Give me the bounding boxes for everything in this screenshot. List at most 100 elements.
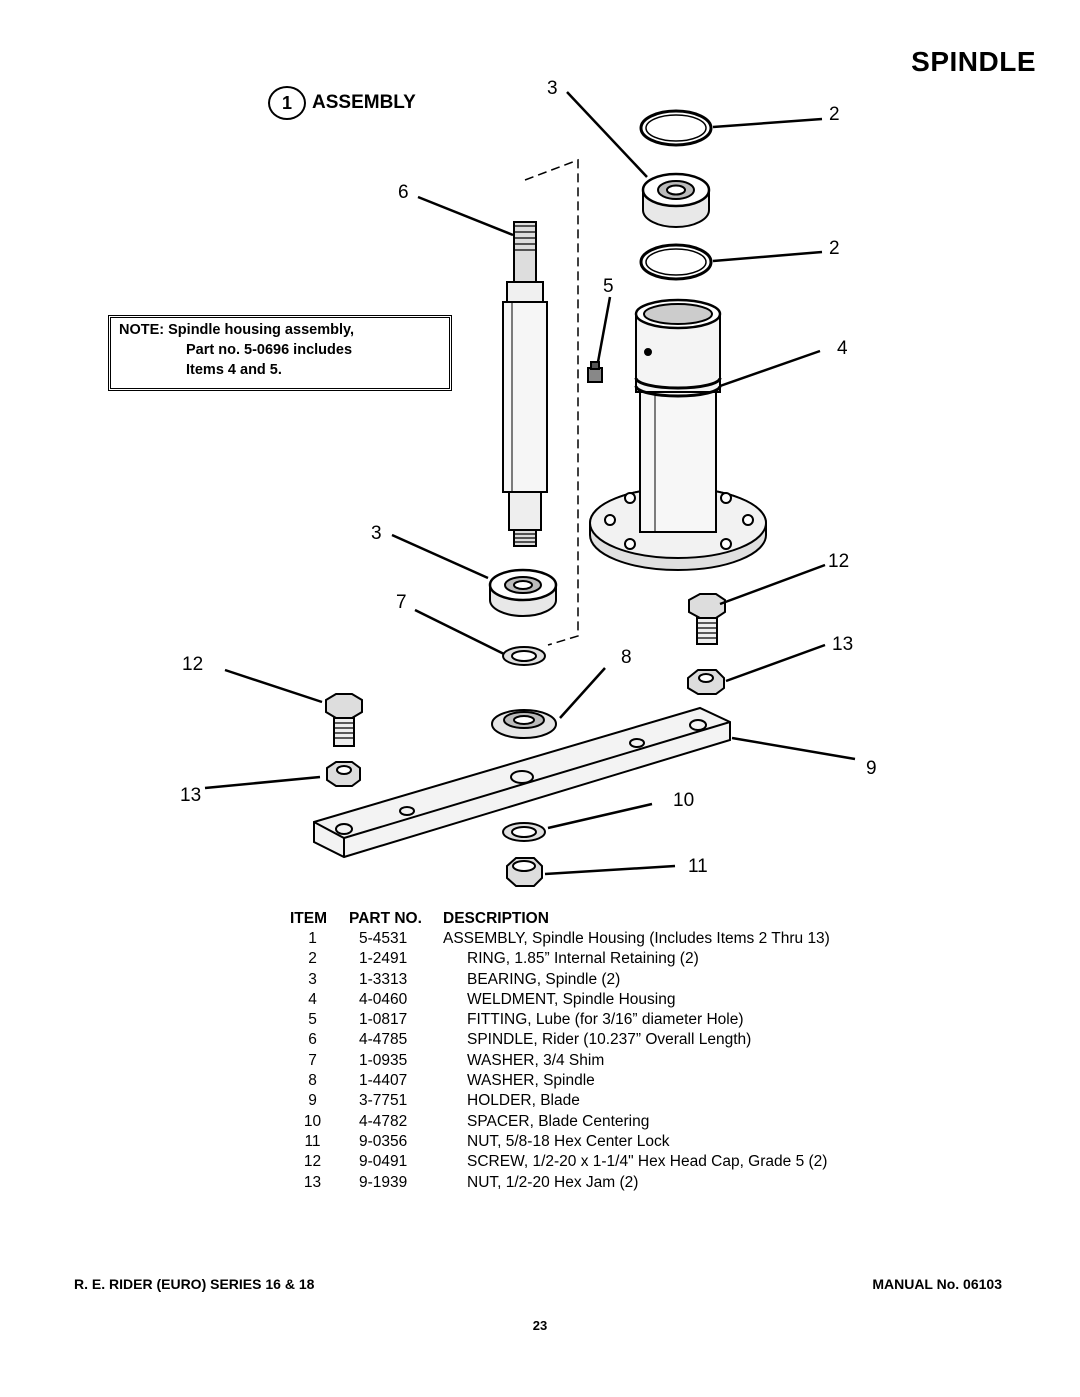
table-row: 8 1-4407 WASHER, Spindle (290, 1071, 830, 1091)
header-description: DESCRIPTION (443, 909, 549, 927)
callout-5: 5 (603, 276, 614, 297)
header-item: ITEM (290, 909, 328, 927)
callout-11: 11 (688, 856, 708, 877)
item-cell: 4 (308, 990, 317, 1008)
part-number-cell: 4-4785 (359, 1031, 408, 1049)
retaining-ring-top (639, 109, 713, 147)
lube-fitting (587, 361, 603, 383)
assembly-label: ASSEMBLY (312, 92, 416, 113)
parts-list: ITEM PART NO. DESCRIPTION 1 5-4531 ASSEMBL… (290, 908, 830, 1193)
table-row: 5 1-0817 FITTING, Lube (for 3/16” diameter… (290, 1010, 830, 1030)
part-number-cell: 1-3313 (359, 970, 408, 988)
item-cell: 3 (308, 970, 317, 988)
callout-6: 6 (398, 182, 409, 203)
retaining-ring-middle (639, 243, 713, 281)
description-cell: WASHER, Spindle (467, 1072, 595, 1090)
hex-nut-left (326, 761, 361, 787)
part-number-cell: 1-2491 (359, 950, 408, 968)
table-row: 6 4-4785 SPINDLE, Rider (10.237” Overall L… (290, 1030, 830, 1050)
callout-2-top: 2 (829, 104, 840, 125)
parts-table: ITEM PART NO. DESCRIPTION 1 5-4531 ASSEMBL… (290, 908, 830, 1193)
hex-screw-right (688, 593, 726, 645)
description-cell: SCREW, 1/2-20 x 1-1/4" Hex Head Cap, Gra… (467, 1153, 828, 1171)
callout-13-right: 13 (832, 634, 854, 655)
item-cell: 2 (308, 950, 317, 968)
parts-table-header: ITEM PART NO. DESCRIPTION (290, 908, 830, 929)
center-lock-nut (506, 857, 543, 887)
callout-8: 8 (621, 647, 632, 668)
callout-3-middle: 3 (371, 523, 382, 544)
note-line-2: Part no. 5-0696 includes (186, 342, 353, 358)
description-cell: WELDMENT, Spindle Housing (467, 990, 676, 1008)
note-line-1: NOTE: Spindle housing assembly, (119, 322, 354, 338)
item-cell: 10 (303, 1112, 322, 1130)
description-cell: ASSEMBLY, Spindle Housing (Includes Item… (443, 930, 830, 947)
callout-9: 9 (866, 758, 877, 779)
page-number: 23 (532, 1318, 548, 1333)
header-part-no: PART NO. (349, 909, 422, 927)
table-row: 1 5-4531 ASSEMBLY, Spindle Housing (Includ… (290, 929, 830, 949)
description-cell: NUT, 5/8-18 Hex Center Lock (467, 1132, 670, 1150)
table-row: 13 9-1939 NUT, 1/2-20 Hex Jam (2) (290, 1173, 830, 1193)
bearing-bottom (488, 568, 558, 617)
callout-13-left: 13 (180, 785, 202, 806)
part-number-cell: 5-4531 (359, 930, 408, 947)
callout-3-top: 3 (547, 78, 558, 99)
part-number-cell: 3-7751 (359, 1092, 408, 1110)
spindle-shaft (502, 221, 548, 547)
note-box: NOTE: Spindle housing assembly, Part no.… (108, 315, 452, 391)
blade-spacer (502, 822, 546, 842)
shim-washer (502, 646, 546, 666)
page-title: SPINDLE (911, 46, 1036, 77)
description-cell: SPACER, Blade Centering (467, 1112, 650, 1130)
footer-manual-number: MANUAL No. 06103 (872, 1276, 1002, 1292)
callout-10: 10 (673, 790, 695, 811)
bearing-top (641, 172, 711, 228)
item-cell: 7 (308, 1051, 317, 1069)
table-row: 4 4-0460 WELDMENT, Spindle Housing (290, 990, 830, 1010)
spindle-housing-weldment (589, 298, 767, 571)
callout-2-middle: 2 (829, 238, 840, 259)
table-row: 7 1-0935 WASHER, 3/4 Shim (290, 1051, 830, 1071)
hex-nut-right (687, 669, 725, 695)
part-number-cell: 1-0935 (359, 1051, 408, 1069)
callout-7: 7 (396, 592, 407, 613)
item-cell: 1 (308, 930, 317, 947)
description-cell: NUT, 1/2-20 Hex Jam (2) (467, 1173, 639, 1191)
spindle-washer (491, 709, 557, 739)
note-line-3: Items 4 and 5. (186, 362, 282, 378)
callout-12-right: 12 (828, 551, 850, 572)
description-cell: SPINDLE, Rider (10.237” Overall Length) (467, 1031, 752, 1049)
item-cell: 5 (308, 1011, 317, 1029)
callout-12-left: 12 (182, 654, 204, 675)
assembly-number: 1 (268, 86, 306, 120)
part-number-cell: 9-0356 (359, 1132, 408, 1150)
item-cell: 11 (304, 1132, 321, 1150)
part-number-cell: 9-1939 (359, 1173, 408, 1191)
item-cell: 6 (308, 1031, 317, 1049)
item-cell: 13 (303, 1173, 322, 1191)
part-number-cell: 1-4407 (359, 1072, 408, 1090)
description-cell: WASHER, 3/4 Shim (467, 1051, 605, 1069)
description-cell: FITTING, Lube (for 3/16” diameter Hole) (467, 1011, 744, 1029)
blade-holder (313, 706, 731, 859)
description-cell: HOLDER, Blade (467, 1092, 580, 1110)
description-cell: RING, 1.85” Internal Retaining (2) (467, 950, 699, 968)
part-number-cell: 4-0460 (359, 990, 408, 1008)
table-row: 3 1-3313 BEARING, Spindle (2) (290, 970, 830, 990)
part-number-cell: 9-0491 (359, 1153, 408, 1171)
footer-series: R. E. RIDER (EURO) SERIES 16 & 18 (74, 1276, 315, 1292)
assembly-dashed-outline (524, 158, 579, 646)
leader-lines (204, 91, 856, 876)
table-row: 11 9-0356 NUT, 5/8-18 Hex Center Lock (290, 1132, 830, 1152)
table-row: 2 1-2491 RING, 1.85” Internal Retaining (2… (290, 949, 830, 969)
callout-4: 4 (837, 338, 848, 359)
item-cell: 9 (308, 1092, 317, 1110)
item-cell: 8 (308, 1072, 317, 1090)
parts-table-body: 1 5-4531 ASSEMBLY, Spindle Housing (Includ… (290, 929, 830, 1193)
table-row: 9 3-7751 HOLDER, Blade (290, 1091, 830, 1111)
part-number-cell: 1-0817 (359, 1011, 408, 1029)
exploded-diagram (204, 91, 856, 887)
description-cell: BEARING, Spindle (2) (467, 970, 621, 988)
